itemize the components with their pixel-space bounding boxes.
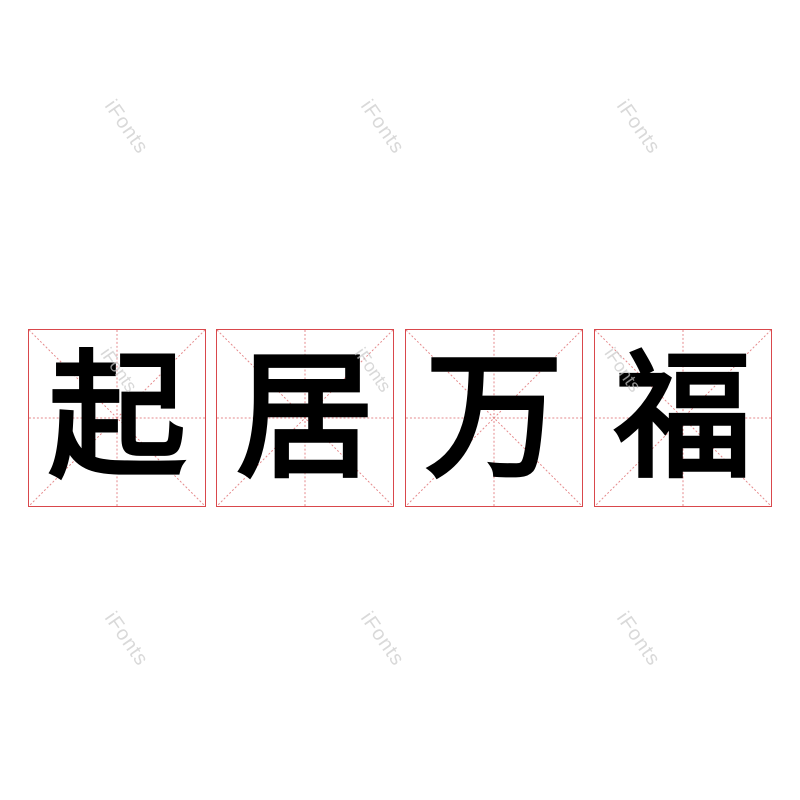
rice-grid-icon [217,330,393,506]
character-glyph: 居 [235,337,374,498]
watermark: iFonts [99,96,153,159]
watermark: iFonts [99,608,153,671]
rice-grid-icon [595,330,771,506]
character-cell-3: 万 [405,329,583,507]
watermark: iFonts [355,608,409,671]
character-cell-1: 起 iFonts [28,329,206,507]
watermark: iFonts [611,608,665,671]
character-cell-4: 福 iFonts [594,329,772,507]
rice-grid-icon [29,330,205,506]
character-glyph: 起 [47,337,186,498]
watermark: iFonts [611,96,665,159]
rice-grid-icon [406,330,582,506]
character-cell-2: 居 iFonts [216,329,395,507]
character-glyph: 万 [424,337,563,498]
character-grid-row: 起 iFonts 居 iFonts 万 福 iFonts [28,329,788,509]
watermark: iFonts [355,96,409,159]
character-glyph: 福 [613,337,752,498]
